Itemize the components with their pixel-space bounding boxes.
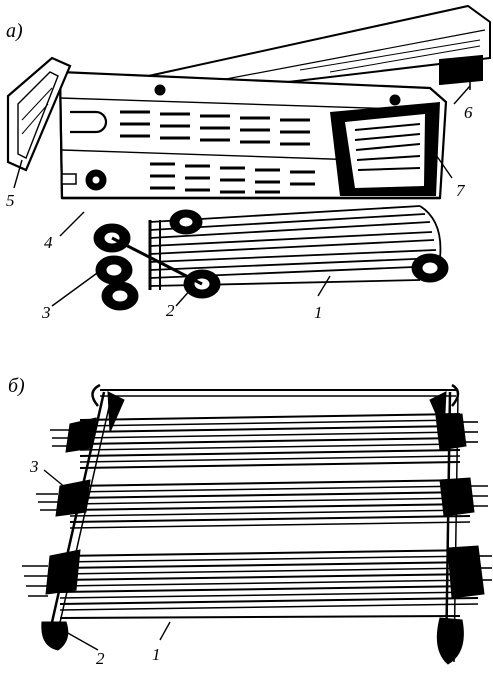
box-drawing: [58, 70, 448, 200]
panel-b-label: б): [8, 375, 25, 397]
callout-b-2: 2: [96, 649, 105, 668]
callout-a-5: 5: [6, 191, 15, 210]
callout-b-1: 1: [152, 645, 161, 664]
pins-left: [22, 429, 70, 597]
callout-a-1: 1: [314, 303, 323, 322]
callout-a-4: 4: [44, 233, 53, 252]
clamp-blocks: [41, 413, 485, 665]
callout-b-3: 3: [29, 457, 39, 476]
cords-group-1: [79, 413, 461, 469]
flap-drawing: [6, 56, 72, 172]
panel-a-leaders: [13, 85, 471, 307]
panel-a: а): [6, 4, 491, 322]
callout-a-6: 6: [464, 103, 473, 122]
cords-group-2: [69, 479, 471, 529]
roller-drawing: [93, 209, 449, 311]
panel-b: б): [8, 375, 492, 668]
panel-b-leaders: [43, 469, 171, 651]
rail-top-drawing: [91, 383, 460, 433]
panel-a-label: а): [6, 20, 23, 42]
callout-a-7: 7: [456, 181, 466, 200]
pins-right: [462, 421, 492, 581]
callout-a-3: 3: [41, 303, 51, 322]
cords-group-3: [59, 549, 479, 619]
callout-a-2: 2: [166, 301, 175, 320]
